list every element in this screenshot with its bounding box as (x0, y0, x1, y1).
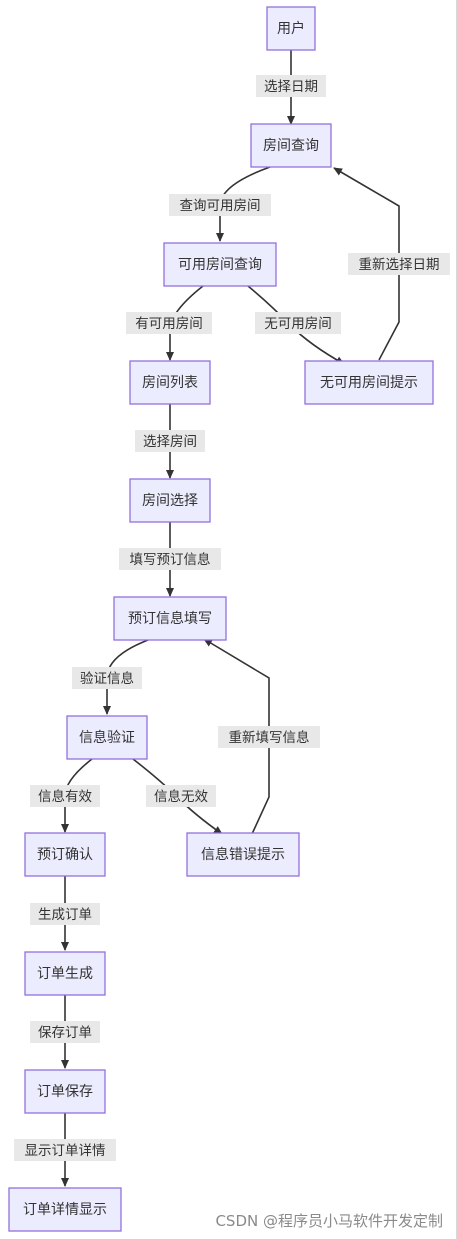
svg-text:无可用房间: 无可用房间 (264, 316, 332, 332)
node-booking-fill: 预订信息填写 (113, 596, 227, 641)
edge-label-info-valid: 信息有效 (30, 785, 100, 807)
edge-label-no-room: 无可用房间 (255, 312, 341, 334)
svg-text:生成订单: 生成订单 (38, 907, 92, 923)
node-user: 用户 (266, 6, 316, 51)
svg-text:选择日期: 选择日期 (264, 79, 318, 95)
svg-text:订单保存: 订单保存 (37, 1084, 93, 1100)
node-info-error-tip: 信息错误提示 (186, 832, 300, 877)
edge-label-create-order: 生成订单 (30, 903, 100, 925)
svg-text:预订信息填写: 预订信息填写 (128, 610, 212, 627)
svg-text:用户: 用户 (277, 20, 305, 37)
node-room-select: 房间选择 (129, 478, 211, 523)
edge-label-show-detail: 显示订单详情 (14, 1139, 116, 1161)
svg-text:保存订单: 保存订单 (38, 1025, 92, 1041)
edge-label-save-order: 保存订单 (30, 1021, 100, 1043)
edge-label-select-room: 选择房间 (135, 430, 205, 452)
svg-text:房间选择: 房间选择 (142, 493, 198, 509)
node-order-generate: 订单生成 (24, 951, 106, 996)
edge-label-fill-booking: 填写预订信息 (119, 548, 221, 570)
edge-label-query-available: 查询可用房间 (169, 194, 271, 216)
svg-text:填写预订信息: 填写预订信息 (130, 551, 211, 568)
svg-text:订单详情显示: 订单详情显示 (23, 1202, 107, 1218)
svg-text:查询可用房间: 查询可用房间 (180, 198, 261, 214)
node-booking-confirm: 预订确认 (24, 832, 106, 877)
edge-label-refill-info: 重新填写信息 (218, 726, 320, 748)
svg-text:信息无效: 信息无效 (154, 788, 208, 805)
svg-text:预订确认: 预订确认 (37, 847, 93, 863)
edge-label-has-room: 有可用房间 (126, 312, 212, 334)
svg-text:显示订单详情: 显示订单详情 (25, 1143, 106, 1159)
watermark: CSDN @程序员小马软件开发定制 (215, 1212, 443, 1230)
node-no-room-tip: 无可用房间提示 (304, 360, 434, 405)
svg-text:选择房间: 选择房间 (143, 434, 197, 450)
node-available-query: 可用房间查询 (163, 242, 277, 287)
node-room-list: 房间列表 (129, 360, 211, 405)
edge-label-select-date: 选择日期 (256, 75, 326, 97)
edge-label-info-invalid: 信息无效 (146, 785, 216, 807)
node-info-verify: 信息验证 (66, 715, 148, 760)
svg-text:信息有效: 信息有效 (38, 788, 92, 805)
svg-text:房间列表: 房间列表 (142, 375, 198, 391)
svg-text:重新选择日期: 重新选择日期 (359, 257, 440, 273)
svg-text:验证信息: 验证信息 (80, 670, 134, 687)
svg-text:房间查询: 房间查询 (263, 138, 319, 154)
edge-label-reselect-date: 重新选择日期 (348, 253, 450, 275)
svg-text:信息错误提示: 信息错误提示 (201, 846, 285, 863)
svg-text:订单生成: 订单生成 (37, 966, 93, 982)
svg-text:无可用房间提示: 无可用房间提示 (320, 375, 418, 391)
node-room-query: 房间查询 (250, 123, 332, 168)
svg-text:信息验证: 信息验证 (79, 729, 135, 746)
edge-label-verify-info: 验证信息 (72, 667, 142, 689)
svg-text:重新填写信息: 重新填写信息 (229, 729, 310, 746)
svg-text:有可用房间: 有可用房间 (135, 316, 203, 332)
node-order-save: 订单保存 (24, 1069, 106, 1114)
svg-text:可用房间查询: 可用房间查询 (178, 257, 262, 273)
node-order-detail-show: 订单详情显示 (8, 1187, 122, 1232)
